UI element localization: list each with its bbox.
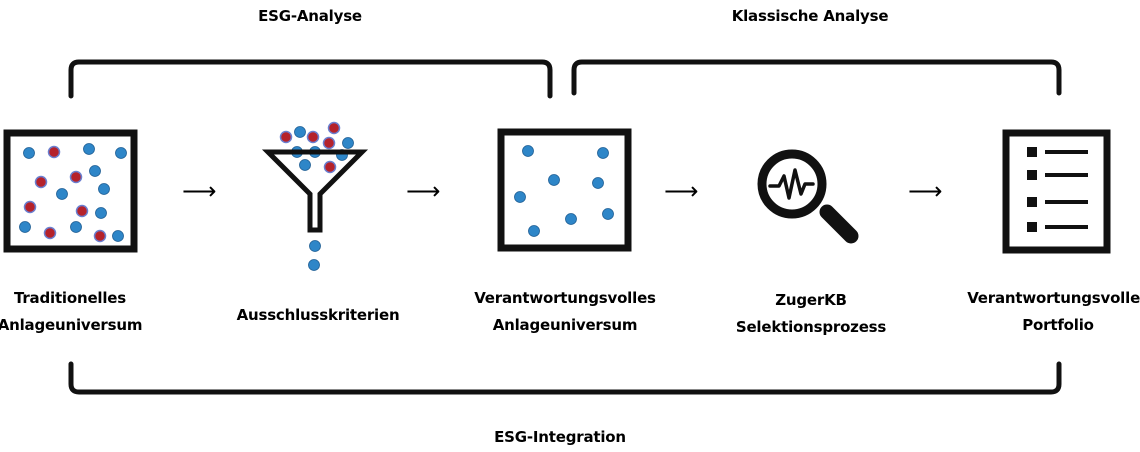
dot	[322, 136, 336, 150]
klassische-analyse-label: Klassische Analyse	[731, 7, 889, 25]
dot	[89, 165, 101, 177]
stage-label-portfolio: Verantwortungsvolles Portfolio	[967, 289, 1140, 334]
responsible-universe-icon	[497, 128, 632, 252]
dot	[306, 130, 320, 144]
arrow-3: ⟶	[664, 177, 699, 205]
dot	[47, 145, 61, 159]
dot	[83, 143, 95, 155]
dot	[548, 174, 560, 186]
dot	[299, 159, 311, 171]
dot	[308, 259, 320, 271]
stage-label-exclusion: Ausschlusskriterien	[236, 306, 400, 324]
funnel-icon	[261, 121, 369, 271]
arrow-2: ⟶	[406, 177, 441, 205]
dot	[98, 183, 110, 195]
dot	[528, 225, 540, 237]
traditional-universe-icon	[3, 129, 138, 253]
dot	[95, 207, 107, 219]
dot	[43, 226, 57, 240]
dot	[56, 188, 68, 200]
dot	[23, 147, 35, 159]
arrow-4: ⟶	[908, 177, 943, 205]
dot	[592, 177, 604, 189]
dot	[115, 147, 127, 159]
dot	[93, 229, 107, 243]
esg-analyse-label: ESG-Analyse	[258, 7, 362, 25]
dot	[69, 170, 83, 184]
dot	[565, 213, 577, 225]
dot	[323, 160, 337, 174]
dot	[327, 121, 341, 135]
dot	[75, 204, 89, 218]
dot	[309, 240, 321, 252]
dot	[23, 200, 37, 214]
dot	[19, 221, 31, 233]
stage-label-selection: ZugerKB Selektionsprozess	[735, 291, 887, 336]
dot	[602, 208, 614, 220]
dot	[34, 175, 48, 189]
dots-traditional	[19, 143, 127, 243]
dot	[279, 130, 293, 144]
esg-integration-label: ESG-Integration	[494, 428, 626, 446]
bracket-klassische-analyse	[571, 59, 1062, 96]
stage-label-traditional: Traditionelles Anlageuniversum	[0, 289, 143, 334]
dot	[294, 126, 306, 138]
dot	[522, 145, 534, 157]
dot	[342, 137, 354, 149]
portfolio-list-icon	[1002, 129, 1111, 254]
bracket-esg-integration	[68, 361, 1062, 395]
bracket-esg-analyse	[68, 59, 553, 99]
dot	[70, 221, 82, 233]
dot	[597, 147, 609, 159]
dot	[112, 230, 124, 242]
dot	[514, 191, 526, 203]
stage-label-responsible-universe: Verantwortungsvolles Anlageuniversum	[474, 289, 656, 334]
arrow-1: ⟶	[182, 177, 217, 205]
magnifier-analysis-icon	[757, 149, 859, 244]
